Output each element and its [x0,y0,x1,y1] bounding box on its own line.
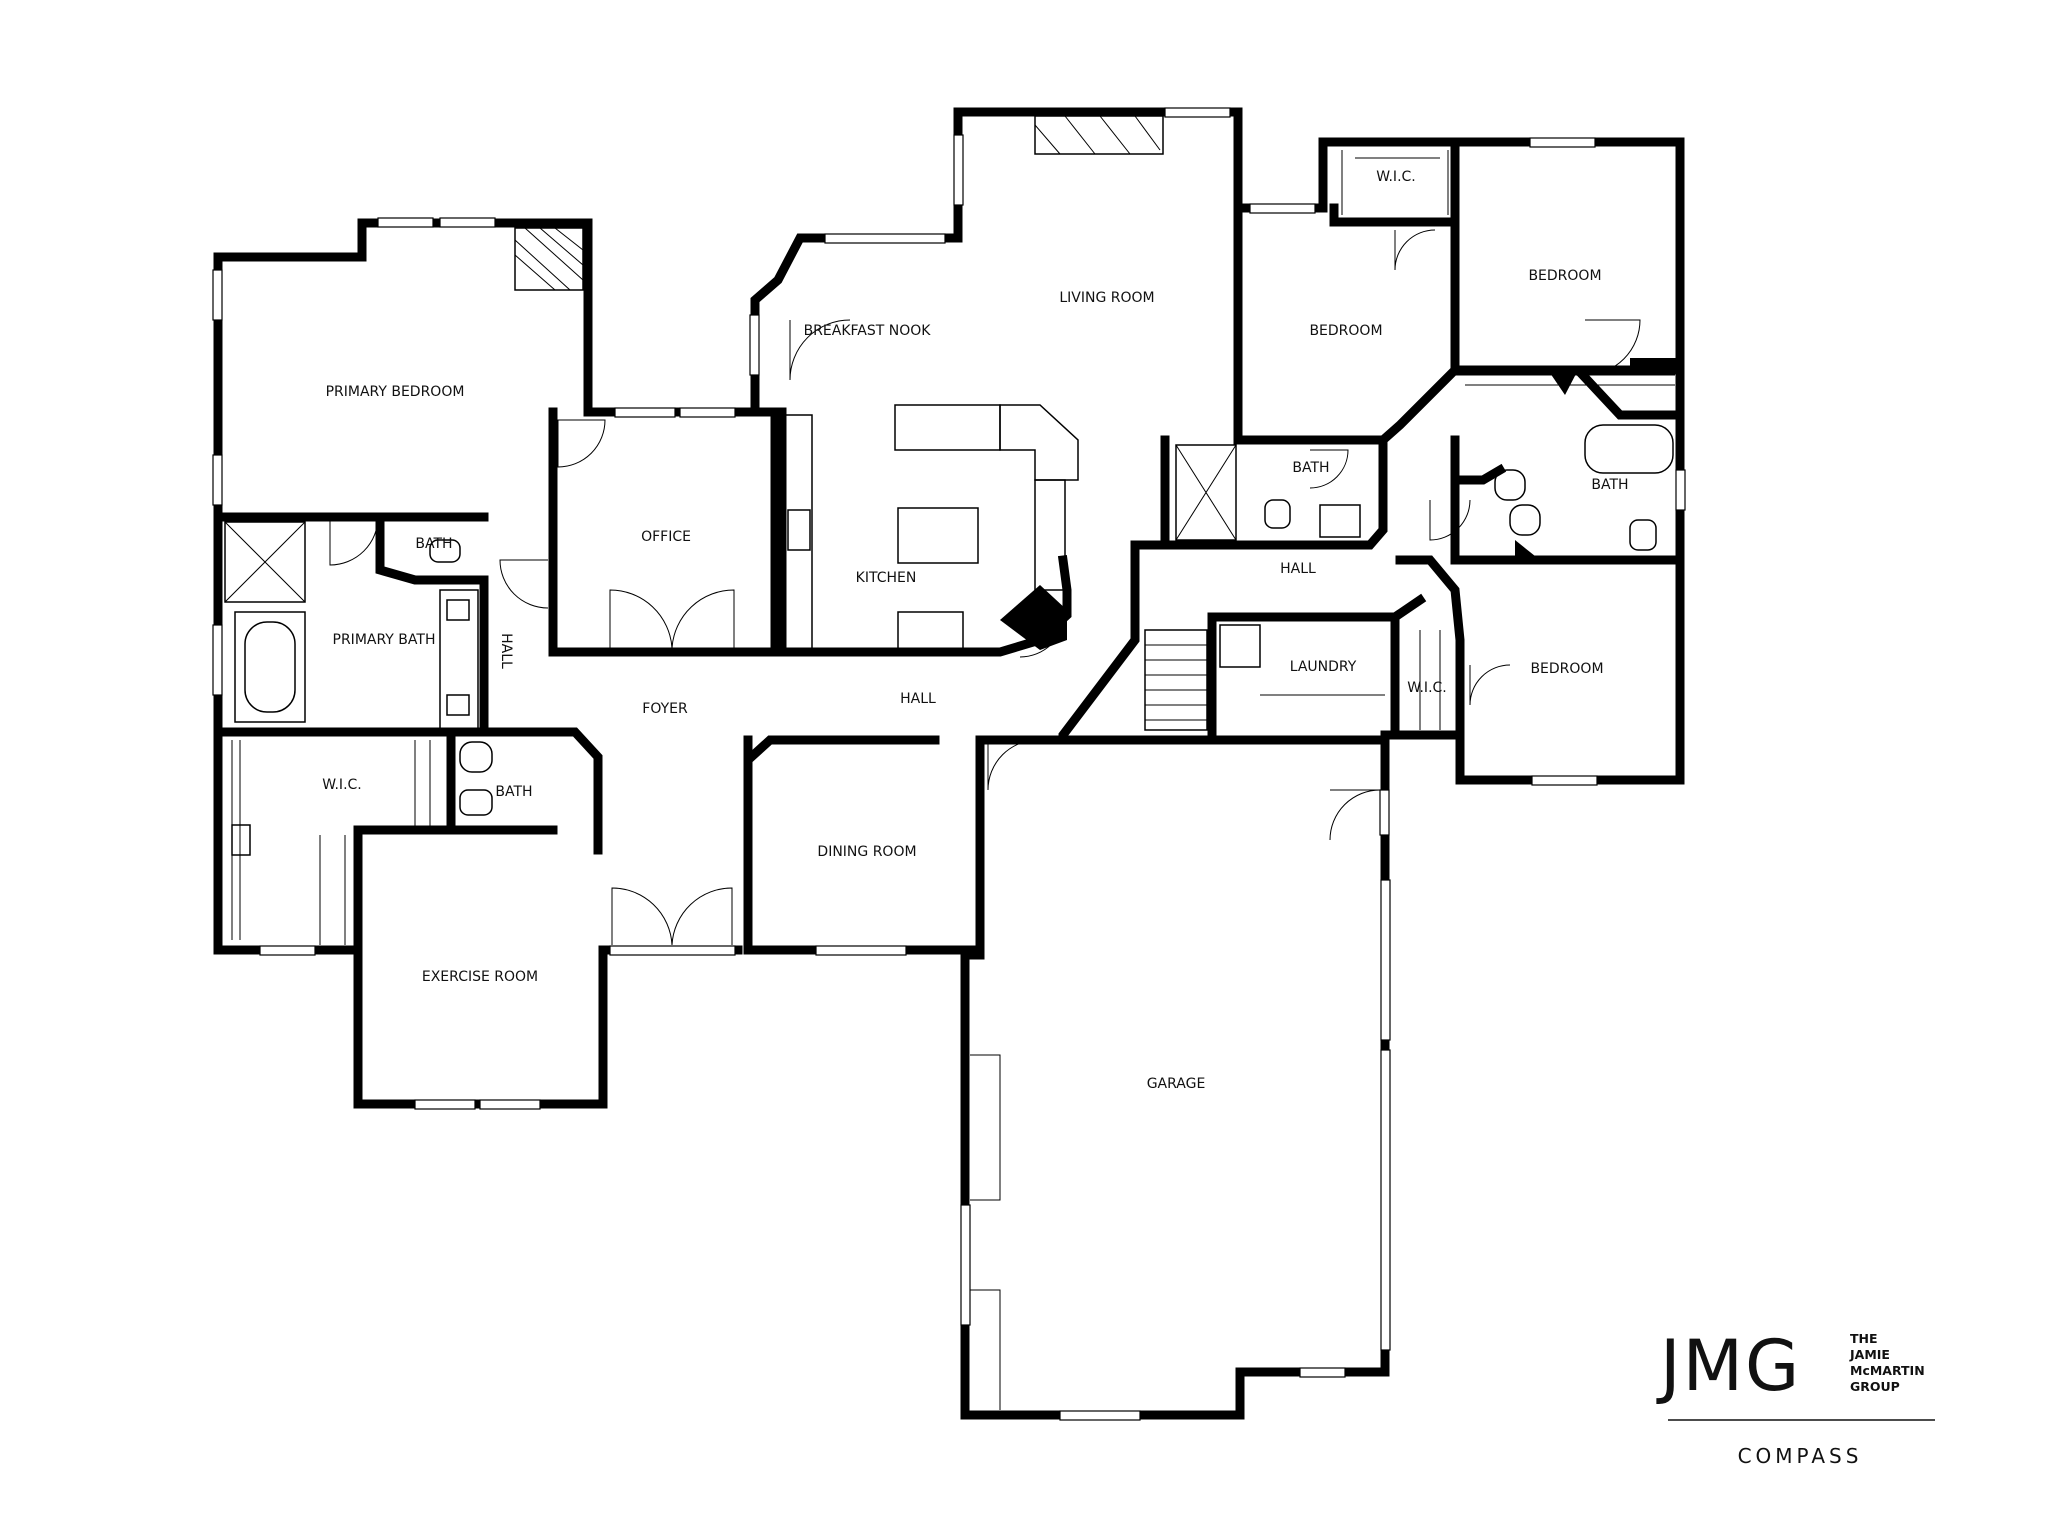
room-hall-center: HALL [900,691,936,707]
room-primary-bedroom: PRIMARY BEDROOM [326,384,465,400]
logo-line1: THE [1850,1331,1878,1346]
room-primary-bath: PRIMARY BATH [333,632,436,648]
logo-line4: GROUP [1850,1379,1900,1394]
room-hall-vertical: HALL [498,633,514,669]
jmg-logo: JMG THE JAMIE McMARTIN GROUP COMPASS [1656,1325,1935,1468]
room-labels: PRIMARY BEDROOM BATH PRIMARY BATH HALL W… [322,169,1628,1092]
room-office: OFFICE [641,529,691,545]
room-laundry: LAUNDRY [1290,659,1357,675]
logo-brand: COMPASS [1738,1444,1863,1468]
windows [212,107,1686,1421]
room-kitchen: KITCHEN [856,570,917,586]
room-bath-2: BATH [1591,477,1628,493]
room-bath-1: BATH [1292,460,1329,476]
room-breakfast-nook: BREAKFAST NOOK [804,323,932,339]
room-wic-north: W.I.C. [1376,169,1416,185]
room-dining-room: DINING ROOM [817,844,916,860]
logo-mark: JMG [1656,1325,1801,1407]
walls [213,107,1685,1420]
room-wic-east: W.I.C. [1407,680,1447,696]
room-living-room: LIVING ROOM [1059,290,1154,306]
room-exercise-room: EXERCISE ROOM [422,969,538,985]
fixtures [224,115,1680,1410]
logo-line2: JAMIE [1849,1347,1890,1362]
room-foyer: FOYER [642,701,688,717]
room-bath-hall: BATH [495,784,532,800]
room-garage: GARAGE [1147,1076,1206,1092]
logo-line3: McMARTIN [1850,1363,1925,1378]
room-bedroom-3: BEDROOM [1530,661,1603,677]
room-hall-east: HALL [1280,561,1316,577]
room-bedroom-2: BEDROOM [1528,268,1601,284]
room-wic-primary: W.I.C. [322,777,362,793]
room-bedroom-1: BEDROOM [1309,323,1382,339]
room-bath-primary-wc: BATH [415,536,452,552]
